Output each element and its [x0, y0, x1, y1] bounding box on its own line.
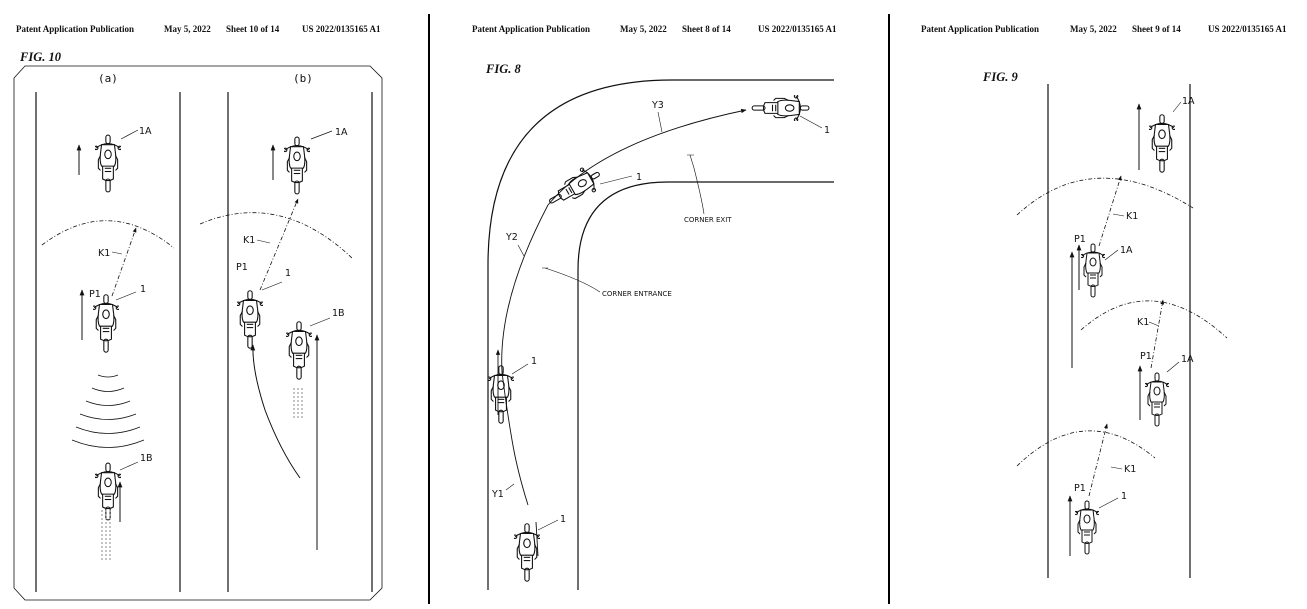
lane-lines	[1047, 84, 1191, 578]
publication-date: May 5, 2022	[1070, 24, 1117, 34]
label-1b: 1B	[140, 453, 153, 464]
sheet-fig-8: Patent Application Publication May 5, 20…	[432, 0, 887, 609]
label-1a: 1A	[1181, 354, 1194, 365]
motorcycle-cornering-icon	[542, 161, 607, 215]
sheet-divider	[428, 14, 430, 604]
sheet-number: Sheet 10 of 14	[226, 24, 280, 34]
motorcycle-1b-icon	[95, 462, 121, 521]
sheet-header: Patent Application Publication May 5, 20…	[0, 24, 425, 38]
sheet-header: Patent Application Publication May 5, 20…	[893, 24, 1307, 38]
label-p1: P1	[1140, 351, 1152, 362]
label-p1: P1	[236, 262, 248, 273]
label-1b: 1B	[332, 308, 345, 319]
corner-exit-label: CORNER EXIT	[684, 216, 732, 224]
label-y2: Y2	[505, 232, 518, 243]
trajectory-line	[501, 108, 747, 506]
lane-lines	[35, 92, 373, 592]
label-1a: 1A	[1120, 245, 1133, 256]
motorcycle-1-icon	[93, 294, 119, 353]
label-1: 1	[636, 172, 642, 183]
motorcycle-1-icon	[488, 365, 514, 424]
patent-number: US 2022/0135165 A1	[1208, 24, 1287, 34]
panel-a-label: (a)	[98, 72, 118, 85]
motorcycle-1a-icon	[1149, 114, 1175, 173]
road-edges	[487, 79, 834, 590]
motorcycle-1-icon	[1075, 500, 1099, 555]
publication-title: Patent Application Publication	[472, 24, 591, 34]
panel-b-label: (b)	[293, 72, 313, 85]
motorcycle-1a-icon	[95, 134, 121, 193]
fig-8-drawing: 1 Y1 1 Y2 1 Y3 1 CORNER EXIT CORNER ENTR…	[487, 79, 834, 590]
label-1: 1	[1121, 491, 1127, 502]
patent-number: US 2022/0135165 A1	[758, 24, 837, 34]
label-1a: 1A	[1182, 96, 1195, 107]
label-p1: P1	[1074, 483, 1086, 494]
motorcycle-1b-icon	[286, 321, 312, 380]
motorcycle-1a-icon	[1081, 243, 1105, 298]
publication-title: Patent Application Publication	[921, 24, 1040, 34]
exhaust-trail	[101, 510, 111, 560]
label-k1: K1	[1137, 317, 1149, 328]
sheet-fig-10: Patent Application Publication May 5, 20…	[0, 0, 425, 609]
publication-date: May 5, 2022	[620, 24, 667, 34]
frame	[13, 65, 383, 601]
label-k1: K1	[243, 235, 255, 246]
label-1a: 1A	[139, 126, 152, 137]
motorcycle-1a-icon	[1145, 372, 1169, 427]
motorcycle-exit-icon	[751, 95, 810, 121]
label-p1: P1	[89, 289, 101, 300]
motorcycle-1a-icon	[284, 136, 310, 195]
label-1: 1	[285, 268, 291, 279]
sheet-fig-9: Patent Application Publication May 5, 20…	[893, 0, 1307, 609]
label-k1: K1	[1124, 464, 1136, 475]
publication-date: May 5, 2022	[164, 24, 211, 34]
sheet-divider	[888, 14, 890, 604]
label-1: 1	[824, 125, 830, 136]
figure-label: FIG. 9	[983, 70, 1018, 84]
label-1: 1	[531, 356, 537, 367]
figure-label: FIG. 10	[20, 50, 61, 64]
label-k1: K1	[1126, 211, 1138, 222]
motorcycle-1-icon	[237, 290, 263, 349]
sheet-number: Sheet 8 of 14	[682, 24, 731, 34]
label-p1: P1	[1074, 234, 1086, 245]
corner-entrance-label: CORNER ENTRANCE	[602, 290, 672, 298]
label-y3: Y3	[651, 100, 664, 111]
label-1: 1	[560, 514, 566, 525]
sheet-number: Sheet 9 of 14	[1132, 24, 1181, 34]
publication-title: Patent Application Publication	[16, 24, 135, 34]
fig-9-drawing: 1A K1 P1 1A K1 P1 1A K1 P1 1	[1016, 84, 1228, 578]
label-k1: K1	[98, 248, 110, 259]
figure-label: FIG. 8	[486, 62, 521, 76]
sound-waves	[71, 374, 145, 448]
sheet-header: Patent Application Publication May 5, 20…	[432, 24, 887, 38]
patent-number: US 2022/0135165 A1	[302, 24, 381, 34]
label-1a: 1A	[335, 127, 348, 138]
label-1: 1	[140, 284, 146, 295]
exhaust-trail	[293, 388, 303, 418]
label-y1: Y1	[491, 489, 504, 500]
fig-10-drawing: (a) (b) 1A K1 P1 1	[13, 65, 383, 601]
